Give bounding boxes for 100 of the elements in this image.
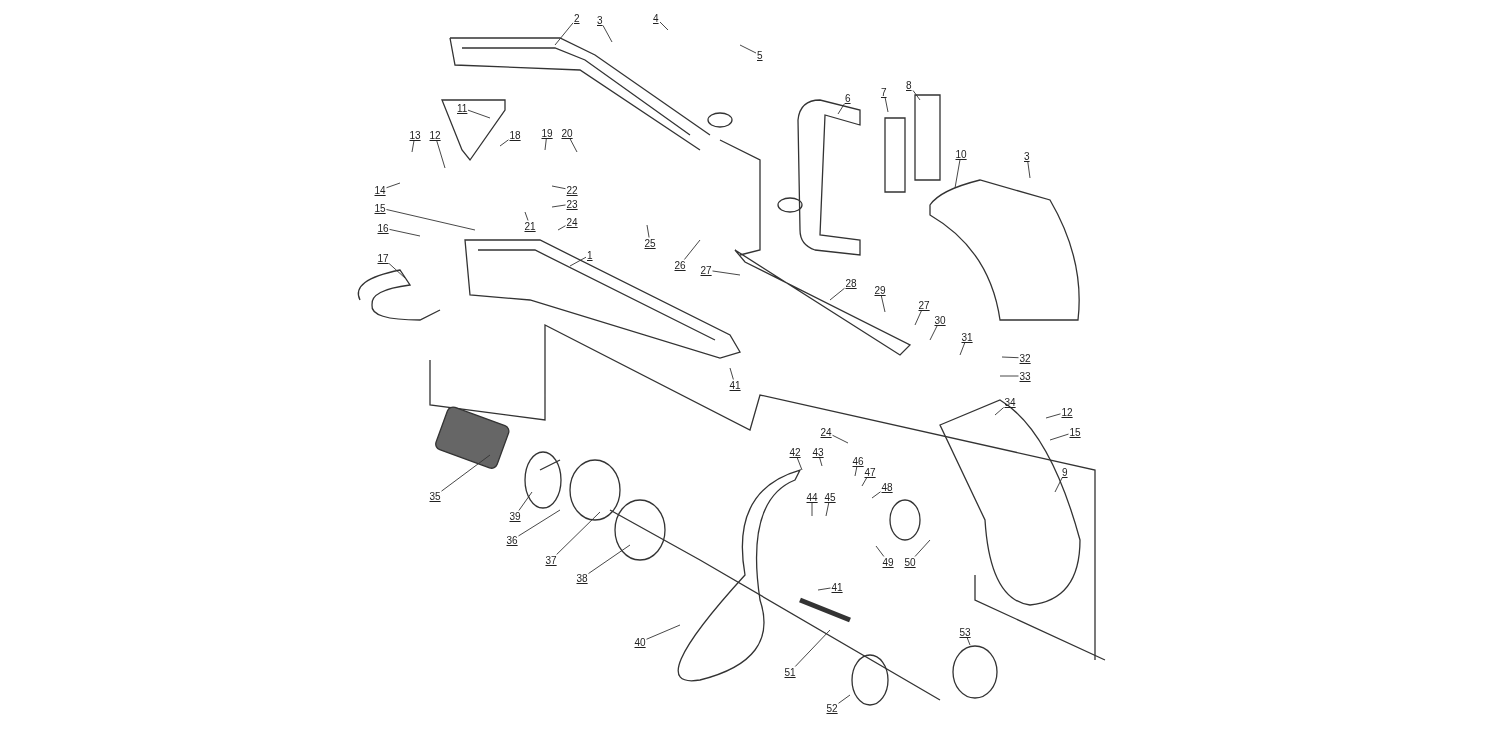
callout-number: 42 bbox=[788, 446, 802, 458]
callout-number: 40 bbox=[633, 636, 647, 648]
callout-number: 44 bbox=[805, 491, 819, 503]
leader-line bbox=[518, 491, 533, 511]
callout-number: 37 bbox=[544, 554, 558, 566]
leader-line bbox=[467, 109, 491, 119]
leader-line bbox=[518, 509, 561, 537]
leader-line bbox=[1027, 161, 1031, 179]
callout-number: 53 bbox=[958, 626, 972, 638]
callout-number: 13 bbox=[408, 129, 422, 141]
leader-line bbox=[832, 434, 849, 444]
leader-line bbox=[386, 209, 476, 231]
callout-number: 25 bbox=[643, 237, 657, 249]
callout-number: 5 bbox=[756, 49, 764, 61]
callout-number: 27 bbox=[699, 264, 713, 276]
leader-line bbox=[441, 454, 491, 492]
leader-line bbox=[646, 224, 650, 238]
callout-number: 36 bbox=[505, 534, 519, 546]
callout-number: 24 bbox=[819, 426, 833, 438]
callout-number: 50 bbox=[903, 556, 917, 568]
leader-line bbox=[588, 544, 631, 574]
leader-line bbox=[959, 342, 966, 356]
leader-line bbox=[875, 545, 885, 557]
callout-number: 10 bbox=[954, 148, 968, 160]
callout-number: 8 bbox=[905, 79, 913, 91]
callout-number: 47 bbox=[863, 466, 877, 478]
callout-number: 27 bbox=[917, 299, 931, 311]
leader-line bbox=[386, 182, 401, 189]
leader-line bbox=[914, 539, 931, 557]
callout-number: 52 bbox=[825, 702, 839, 714]
callout-number: 2 bbox=[573, 12, 581, 24]
callout-number: 45 bbox=[823, 491, 837, 503]
leader-line bbox=[954, 159, 961, 189]
callout-number: 49 bbox=[881, 556, 895, 568]
callout-number: 46 bbox=[851, 455, 865, 467]
leader-line bbox=[861, 477, 868, 487]
leader-line bbox=[794, 629, 831, 667]
leader-line bbox=[557, 225, 566, 231]
callout-number: 15 bbox=[1068, 426, 1082, 438]
callout-number: 41 bbox=[728, 379, 742, 391]
callout-number: 43 bbox=[811, 446, 825, 458]
callout-number: 33 bbox=[1018, 370, 1032, 382]
leader-line bbox=[817, 587, 831, 591]
callout-number: 19 bbox=[540, 127, 554, 139]
leader-line bbox=[556, 511, 601, 555]
callout-number: 28 bbox=[844, 277, 858, 289]
callout-number: 7 bbox=[880, 86, 888, 98]
leader-line bbox=[811, 502, 813, 517]
leader-line bbox=[1001, 356, 1019, 359]
leader-line bbox=[912, 90, 921, 101]
callout-number: 31 bbox=[960, 331, 974, 343]
callout-number: 3 bbox=[596, 14, 604, 26]
leader-line bbox=[1049, 433, 1069, 441]
leader-line bbox=[569, 256, 587, 267]
leader-line bbox=[551, 185, 566, 190]
callout-number: 41 bbox=[830, 581, 844, 593]
callout-number: 39 bbox=[508, 510, 522, 522]
leader-line bbox=[659, 21, 669, 31]
leader-line bbox=[551, 204, 566, 208]
callout-number: 15 bbox=[373, 202, 387, 214]
leader-line bbox=[929, 325, 938, 341]
leader-line bbox=[880, 295, 886, 313]
leader-line bbox=[602, 25, 613, 43]
callout-number: 18 bbox=[508, 129, 522, 141]
leader-line bbox=[999, 375, 1019, 377]
callout-number: 26 bbox=[673, 259, 687, 271]
callout-number: 14 bbox=[373, 184, 387, 196]
callout-number: 48 bbox=[880, 481, 894, 493]
leader-line bbox=[544, 138, 547, 151]
leader-line bbox=[389, 228, 421, 237]
callout-number: 16 bbox=[376, 222, 390, 234]
callout-number: 4 bbox=[652, 12, 660, 24]
callout-number: 38 bbox=[575, 572, 589, 584]
callout-number: 17 bbox=[376, 252, 390, 264]
leader-line bbox=[436, 140, 446, 169]
leader-line bbox=[884, 97, 889, 113]
callout-number: 11 bbox=[456, 102, 469, 114]
callout-number: 32 bbox=[1018, 352, 1032, 364]
leader-line bbox=[819, 457, 823, 467]
callout-number: 1 bbox=[586, 249, 594, 261]
leader-line bbox=[499, 139, 509, 147]
leader-line bbox=[683, 239, 701, 260]
callout-number: 22 bbox=[565, 184, 579, 196]
callout-number: 24 bbox=[565, 216, 579, 228]
leader-line bbox=[646, 624, 681, 640]
leader-line bbox=[569, 138, 578, 153]
callout-number: 12 bbox=[1060, 406, 1074, 418]
leader-line bbox=[712, 270, 741, 276]
callout-number: 34 bbox=[1003, 396, 1017, 408]
callout-number: 20 bbox=[560, 127, 574, 139]
leader-line bbox=[524, 211, 529, 221]
leader-line bbox=[1045, 413, 1061, 419]
leader-line bbox=[871, 491, 881, 499]
callout-number: 6 bbox=[844, 92, 852, 104]
callout-number: 35 bbox=[428, 490, 442, 502]
leader-line bbox=[966, 637, 971, 646]
callout-number: 9 bbox=[1061, 466, 1069, 478]
callout-number: 21 bbox=[523, 220, 537, 232]
leader-line bbox=[838, 694, 851, 704]
leader-line bbox=[739, 44, 757, 54]
